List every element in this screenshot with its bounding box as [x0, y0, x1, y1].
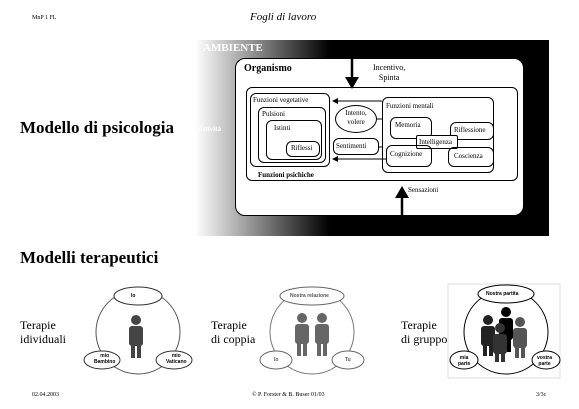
activity-label: Attività: [198, 125, 221, 133]
vegetative-functions-box: [250, 93, 330, 167]
drives-label: Pulsioni: [262, 110, 285, 118]
consciousness-label: Coscienza: [454, 152, 483, 160]
reflexes-label: Riflessi: [291, 144, 313, 152]
group-therapy-label: Terapie di gruppo: [401, 318, 448, 346]
feelings-box: [333, 138, 379, 155]
footer-date: 02.04.2003: [32, 392, 59, 398]
organism-label: Organismo: [244, 63, 292, 74]
cognition-box: [386, 145, 432, 167]
flow-arrows: [332, 98, 386, 162]
sensations-label: Sensazioni: [408, 186, 439, 194]
couple-therapy-diagram: [259, 286, 365, 375]
header-code: MnP 1 FL: [32, 15, 57, 21]
instincts-box: [266, 120, 322, 160]
consciousness-box: [448, 147, 494, 167]
mental-functions-label: Funzioni mentali: [386, 102, 434, 110]
individual-therapy-label: Terapie idividuali: [20, 318, 66, 346]
header-title: Fogli di lavoro: [250, 11, 317, 23]
environment-panel: AMBIENTE Attività Organismo Incentivo, S…: [195, 40, 549, 236]
couple-right-label: Tu: [345, 357, 351, 363]
psychology-model-heading: Modello di psicologia: [20, 118, 174, 137]
group-therapy-diagram: [447, 283, 561, 379]
memory-label: Memoria: [395, 121, 421, 129]
group-left-label: mia parte: [458, 355, 471, 367]
individual-therapy-diagram: [83, 286, 193, 375]
intention-node: [335, 105, 377, 133]
couple-top-label: Nostra relazione: [290, 293, 329, 299]
psychic-functions-label: Funzioni psichiche: [258, 171, 314, 179]
incentive-label: Incentivo, Spinta: [373, 63, 406, 82]
reflection-box: [450, 122, 494, 140]
instincts-label: Istinti: [274, 124, 291, 132]
cognition-label: Cognizione: [390, 150, 423, 158]
feelings-label: Sentimenti: [336, 142, 367, 150]
group-top-label: Nostra partita: [486, 291, 519, 297]
intention-label: Intento, volere: [345, 109, 367, 126]
individual-right-label: mio Vaticano: [166, 353, 187, 365]
environment-label: AMBIENTE: [203, 42, 263, 54]
couple-left-label: Io: [274, 357, 279, 363]
footer-copyright: © P. Forster & B. Buser 01/03: [252, 392, 325, 398]
therapeutic-models-heading: Modelli terapeutici: [20, 248, 159, 267]
psychic-functions-box: [246, 87, 518, 181]
footer-page: 3/3c: [536, 392, 547, 398]
drives-box: [258, 107, 326, 163]
reflection-label: Riflessione: [454, 126, 486, 134]
memory-box: [390, 117, 432, 139]
couple-therapy-label: Terapie di coppia: [211, 318, 256, 346]
reflexes-box: [286, 141, 320, 157]
organism-box: Organismo Incentivo, Spinta Sensazioni F…: [235, 58, 524, 216]
intelligence-label: Intelligenza: [419, 138, 453, 146]
individual-top-label: Io: [131, 293, 136, 299]
sensations-arrow: [395, 186, 409, 232]
vegetative-functions-label: Funzioni vegetative: [253, 96, 309, 104]
incentive-arrow: [345, 45, 359, 89]
individual-left-label: mio Bambino: [94, 353, 116, 365]
group-right-label: vostra parte: [537, 355, 553, 367]
